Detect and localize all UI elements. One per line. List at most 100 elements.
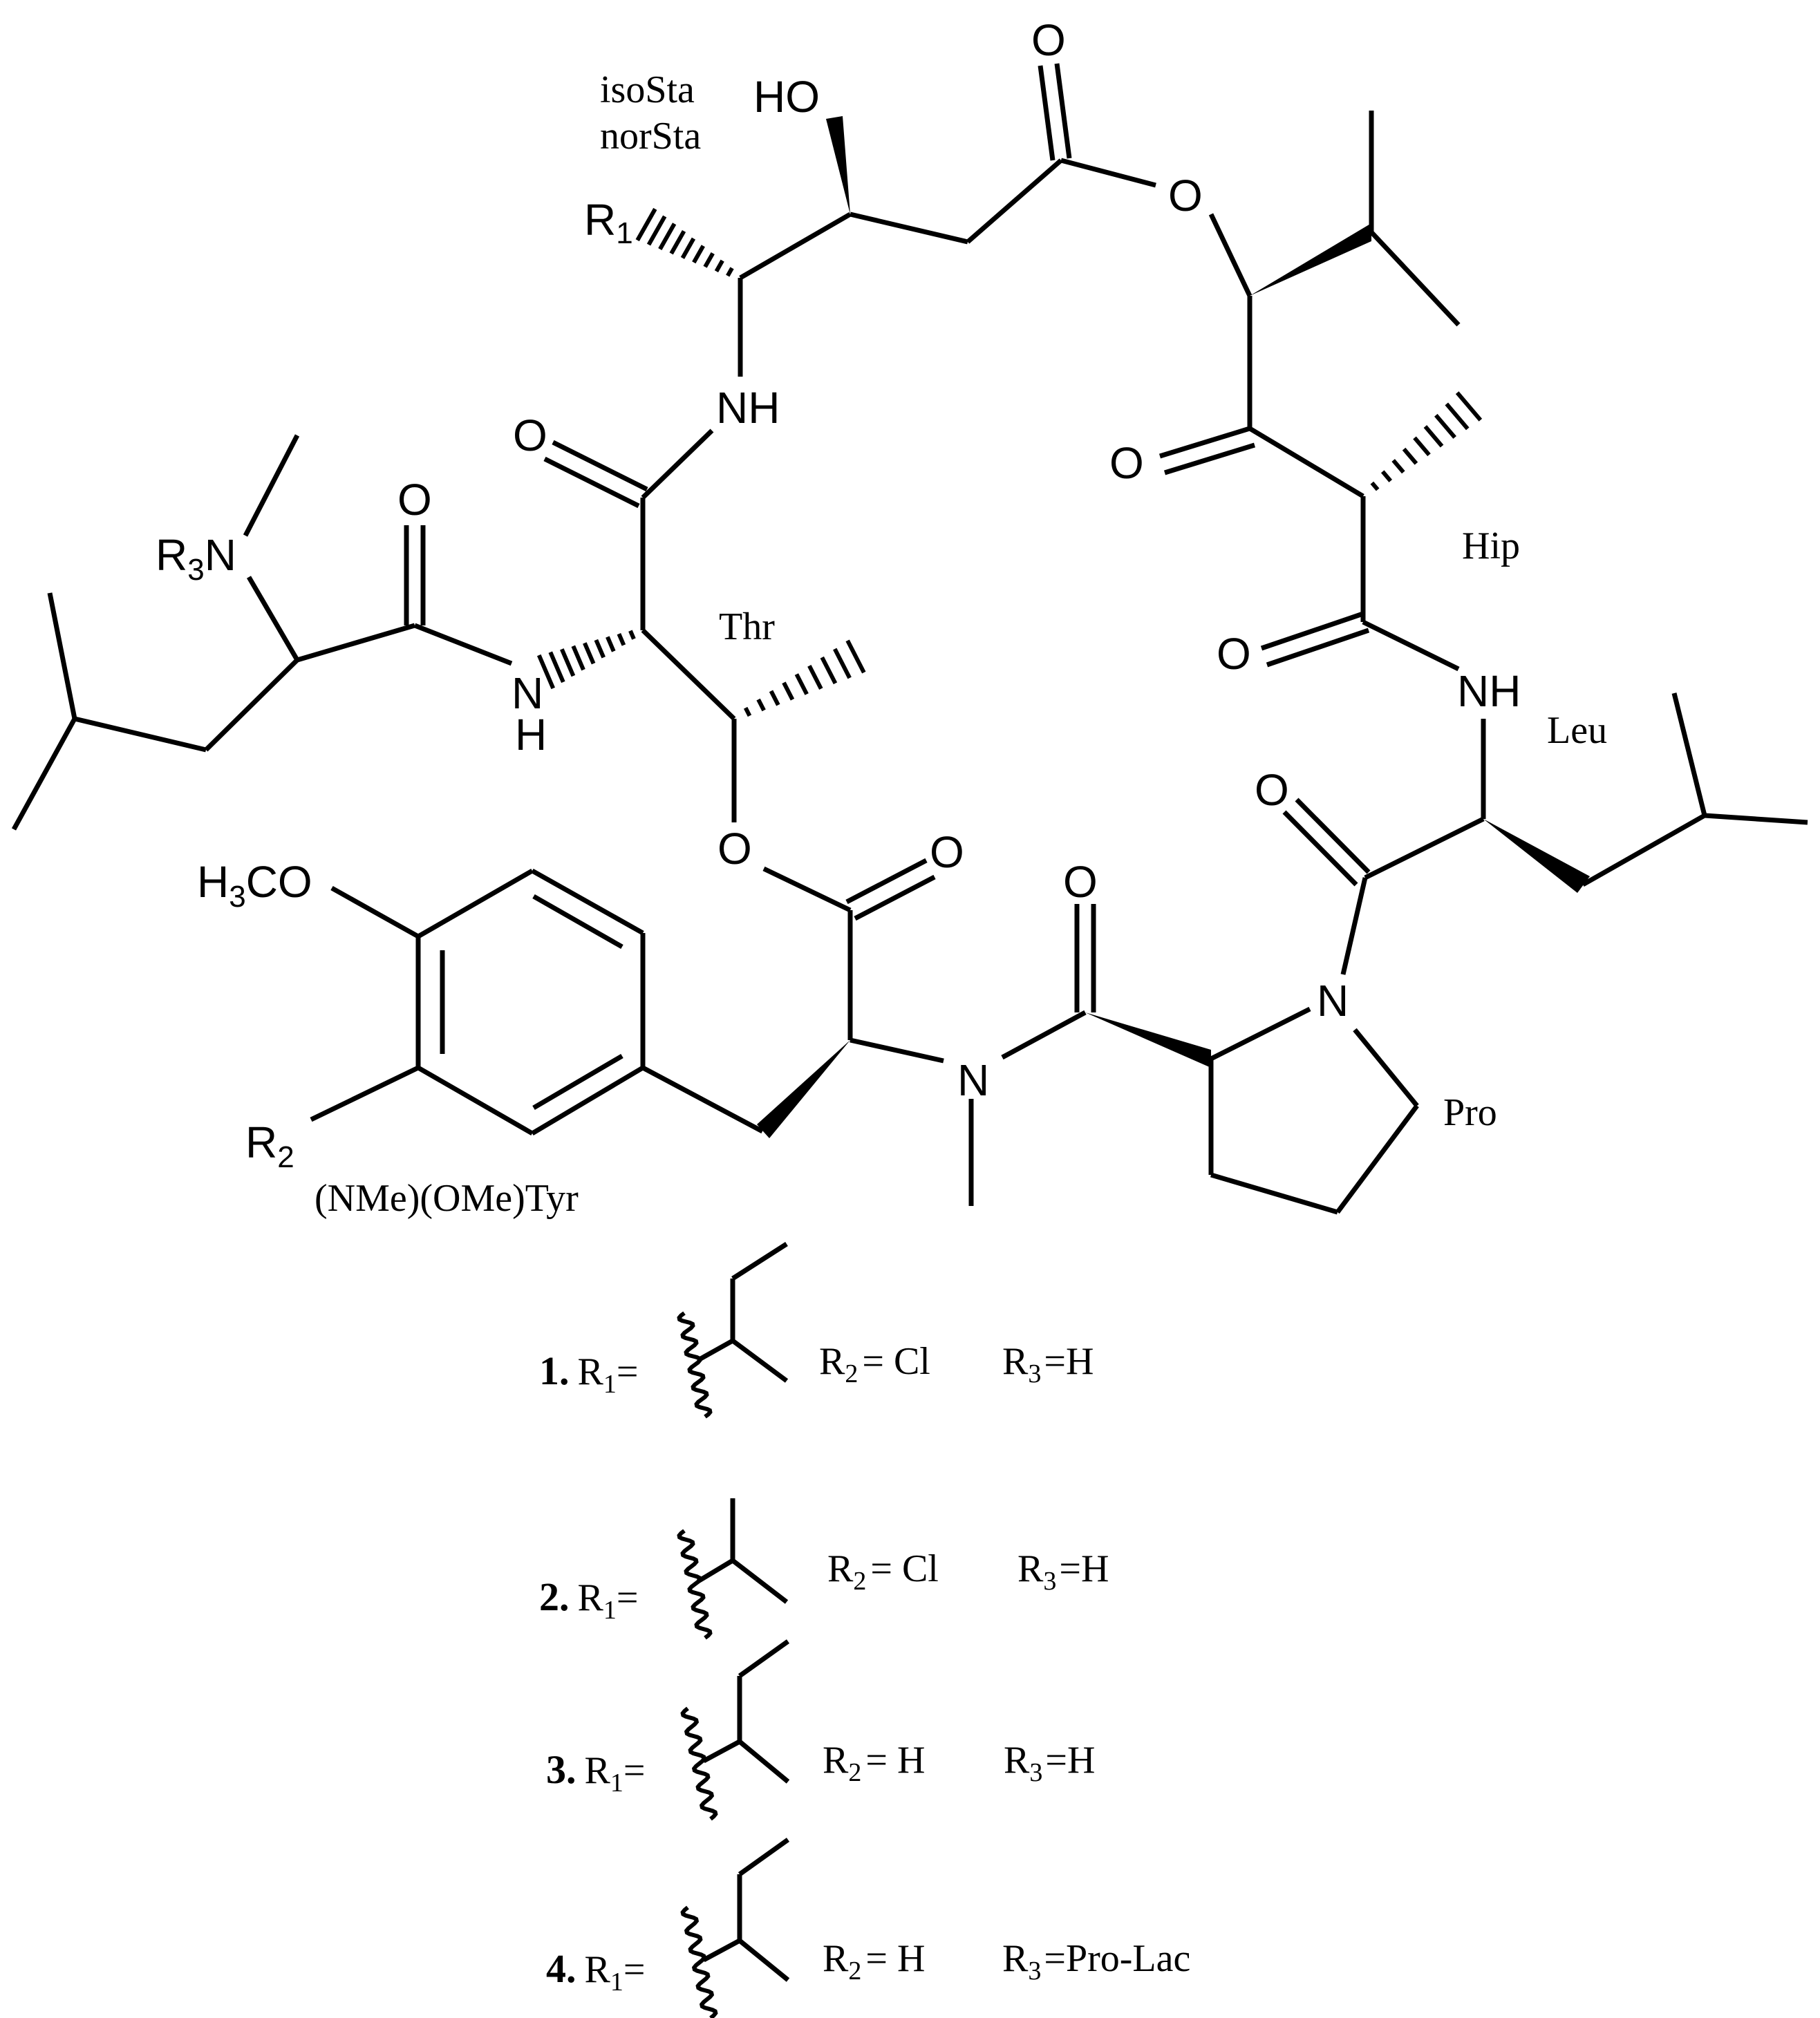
hash-stripe xyxy=(560,648,576,677)
hash-stripe xyxy=(1391,459,1405,474)
bond xyxy=(1248,426,1364,499)
bond xyxy=(641,428,714,500)
hash-stripe xyxy=(1380,470,1393,482)
carbonyl-oxygen: O xyxy=(930,827,964,877)
bond xyxy=(243,434,300,537)
skeleton-bonds xyxy=(11,63,1808,1215)
legend-r3: R3=H xyxy=(1004,1739,1095,1787)
bond xyxy=(854,874,936,921)
carbonyl-oxygen: O xyxy=(1063,857,1098,907)
bond xyxy=(1001,1010,1087,1060)
legend-r2: R2= Cl xyxy=(819,1340,930,1388)
bond xyxy=(702,1938,741,1963)
legend-entry-1: 1.R1= R2= Cl R3=H xyxy=(539,1340,1094,1399)
hash-stripe xyxy=(726,267,734,277)
bond xyxy=(1353,1028,1419,1108)
bond xyxy=(697,1338,734,1363)
legend-substituent-1 xyxy=(697,1242,789,1383)
bond xyxy=(641,628,736,721)
hash-stripe xyxy=(594,639,606,659)
bond xyxy=(1295,798,1371,874)
bond xyxy=(845,858,928,905)
bond xyxy=(1282,810,1358,887)
hash-stripe xyxy=(635,207,657,242)
hash-stripe xyxy=(646,215,667,246)
methoxy-label: H3CO xyxy=(197,857,312,914)
residue-labels: isoSta norSta Thr Hip Leu Pro (NMe)(OMe)… xyxy=(315,68,1607,1220)
bond xyxy=(1208,213,1253,297)
bond xyxy=(739,211,852,281)
wavy-attachment-bonds xyxy=(677,1311,718,2018)
legend-entry-3: 3.R1= R2= H R3=H xyxy=(546,1739,1095,1798)
bond xyxy=(738,1639,790,1678)
bond xyxy=(1582,813,1706,887)
hash-stripe xyxy=(833,648,852,679)
bond xyxy=(697,1558,734,1584)
legend-entry-2: 2.R1= R2= Cl R3=H xyxy=(539,1547,1109,1625)
hash-stripe xyxy=(692,245,705,264)
wedge-bonds xyxy=(757,116,1590,1138)
hash-stripe xyxy=(845,639,866,674)
carbonyl-oxygen: O xyxy=(397,475,432,525)
bond xyxy=(1210,1006,1311,1062)
bond xyxy=(310,1065,420,1122)
hash-stripe xyxy=(714,259,724,273)
hash-stripe xyxy=(548,651,565,683)
bond xyxy=(731,1242,788,1281)
bond xyxy=(417,868,534,939)
hash-stripe xyxy=(820,656,838,685)
bond xyxy=(850,1037,944,1064)
pro-label: Pro xyxy=(1443,1091,1497,1134)
bond xyxy=(1260,611,1364,651)
legend-r3: R3=H xyxy=(1017,1547,1109,1596)
bond xyxy=(762,866,852,913)
hash-stripe xyxy=(756,698,766,712)
hash-stripe xyxy=(669,229,686,255)
hash-stripe xyxy=(1370,481,1380,491)
bond xyxy=(1362,619,1460,672)
bond xyxy=(1369,230,1461,327)
bond xyxy=(532,1053,623,1111)
atom-labels: HO O O NH O O O O NH N H O O O O N N R1 … xyxy=(156,15,1521,1174)
hash-stripe xyxy=(571,645,585,671)
carbonyl-oxygen: O xyxy=(1217,629,1251,679)
wavy-bond xyxy=(680,1905,718,2018)
carbonyl-oxygen: O xyxy=(1255,765,1289,815)
hash-stripe xyxy=(1455,391,1483,422)
bond xyxy=(731,1339,789,1383)
hash-stripe xyxy=(658,223,677,250)
hash-stripe xyxy=(1413,436,1431,457)
hash-stripe xyxy=(743,706,752,717)
bond xyxy=(1054,63,1072,159)
wedge-bond xyxy=(757,1040,850,1138)
legend-entry-text: 1.R1= xyxy=(539,1348,638,1399)
hash-stripe xyxy=(583,642,596,665)
bond xyxy=(413,623,513,666)
leu-label: Leu xyxy=(1547,709,1607,752)
wedge-bond xyxy=(1483,819,1590,893)
legend-entry-text: 3.R1= xyxy=(546,1747,645,1798)
norsta-label: norSta xyxy=(600,115,701,158)
legend-r3: R3=H xyxy=(1002,1340,1094,1388)
hash-stripe xyxy=(628,630,636,640)
bond xyxy=(1210,1172,1338,1215)
ketone-oxygen: O xyxy=(1109,438,1144,488)
legend-substituent-4 xyxy=(702,1838,790,1982)
bond xyxy=(1335,1104,1419,1214)
proline-nitrogen: N xyxy=(1317,976,1349,1026)
hash-stripe xyxy=(782,681,795,701)
bond xyxy=(966,158,1063,244)
ester-oxygen: O xyxy=(717,824,752,874)
bond xyxy=(531,868,644,936)
bond xyxy=(11,717,77,831)
legend-substituent-2 xyxy=(697,1498,789,1604)
bond xyxy=(731,1558,789,1604)
hash-stripe xyxy=(617,632,626,646)
amide-nh: NH xyxy=(1457,666,1521,716)
legend: 1.R1= R2= Cl R3=H 2.R1= R2= Cl R3=H 3.R1… xyxy=(539,1242,1190,1997)
hash-stripe xyxy=(1445,402,1470,431)
r3-nitrogen-label: R3N xyxy=(156,530,236,587)
r1-label: R1 xyxy=(584,195,633,250)
